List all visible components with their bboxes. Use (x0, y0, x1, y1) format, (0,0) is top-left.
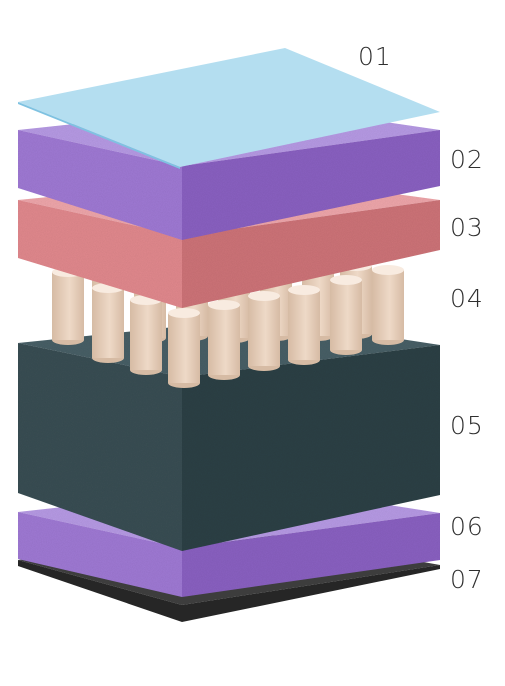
layer-05-core (18, 318, 440, 551)
pocket-coil (372, 265, 404, 345)
layer-label-07: 07 (450, 565, 484, 594)
pocket-coil (208, 300, 240, 380)
layer-label-03: 03 (450, 213, 484, 242)
layer-label-02: 02 (450, 145, 484, 174)
pocket-coil (248, 291, 280, 371)
pocket-coil (130, 295, 162, 375)
pocket-coil (92, 283, 124, 363)
layer-label-05: 05 (450, 411, 484, 440)
layer-05-front (18, 343, 182, 551)
layer-01-edge (18, 102, 180, 169)
pocket-coil (52, 267, 84, 345)
layer-02-side (182, 130, 440, 240)
pocket-coil (330, 275, 362, 355)
layer-05-side (182, 345, 440, 551)
layer-label-06: 06 (450, 512, 484, 541)
layer-01-top (18, 48, 440, 167)
pocket-coil (168, 308, 200, 388)
layer-07-front (18, 560, 182, 622)
layer-06-front (18, 512, 182, 597)
layer-label-04: 04 (450, 284, 484, 313)
pocket-coil (288, 285, 320, 365)
layer-01-cooling-cover (18, 48, 440, 169)
layer-02-front (18, 130, 182, 240)
layer-07-side (182, 565, 440, 622)
layer-03-side (182, 200, 440, 308)
layer-06-side (182, 513, 440, 597)
layer-label-01: 01 (358, 42, 392, 71)
